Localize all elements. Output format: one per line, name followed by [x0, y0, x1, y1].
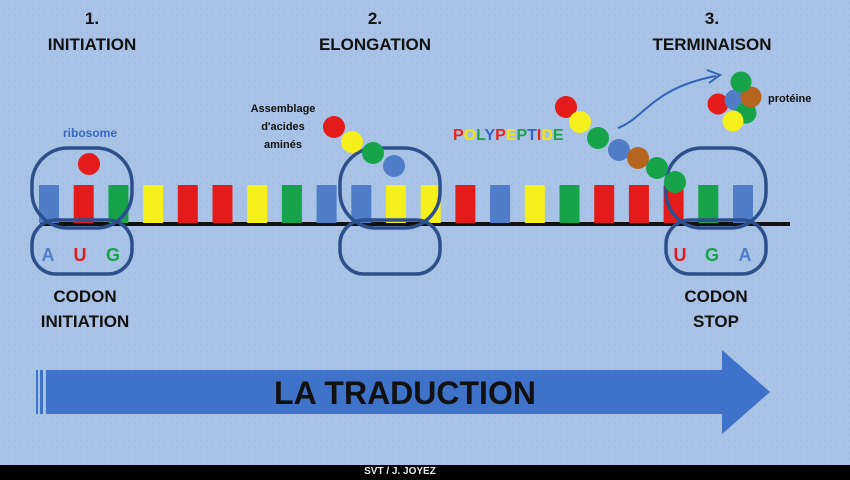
amino-acid-green — [664, 171, 686, 193]
step-elongation-header: 2. ELONGATION — [319, 9, 431, 54]
bottom-bar — [0, 465, 850, 480]
mrna-base-green — [698, 185, 719, 223]
mrna-base-yellow — [524, 185, 545, 223]
protein-subunit-red — [707, 93, 729, 115]
polypeptide-letter: E — [553, 127, 564, 144]
ribosome-small-subunit — [30, 218, 134, 276]
polypeptide-letter: Y — [484, 127, 495, 144]
codon-label-line: STOP — [693, 312, 739, 331]
proteine-label: protéine — [768, 93, 811, 105]
codon-letter: G — [106, 245, 120, 265]
arrow-body — [46, 350, 770, 434]
polypeptide-label: POLYPEPTIDE — [453, 127, 564, 144]
codon-label-line: CODON — [684, 287, 747, 306]
mrna-base-yellow — [143, 185, 164, 223]
mrna-base-yellow — [386, 185, 406, 223]
assemblage-label: Assemblage d'acides aminés — [251, 103, 316, 151]
protein-subunit-brown — [740, 86, 762, 108]
ribosome-small-subunit — [338, 218, 442, 276]
mrna-base-green — [559, 185, 580, 223]
step-title: ELONGATION — [319, 35, 431, 54]
amino-acid-chain-elongation — [323, 116, 405, 177]
codon-letter: A — [739, 245, 752, 265]
mrna-base-red — [663, 185, 684, 223]
mrna-base-yellow — [420, 185, 441, 223]
main-title: LA TRADUCTION — [274, 375, 536, 411]
traduction-arrow — [36, 350, 770, 434]
polypeptide-letter: D — [541, 127, 553, 144]
mrna-base-green — [281, 185, 302, 223]
codon-letter: A — [42, 245, 55, 265]
mrna-base-red — [212, 185, 233, 223]
ribosome-large-subunit — [30, 146, 134, 230]
amino-acid-blue — [608, 139, 630, 161]
mrna-base-red — [73, 185, 94, 223]
step-number: 3. — [705, 9, 719, 28]
mrna-base-blue — [39, 185, 59, 223]
mrna-base-yellow — [247, 185, 268, 223]
codon-start-letters: A U G — [42, 245, 121, 265]
codon-letter: U — [674, 245, 687, 265]
mrna-base-blue — [351, 185, 372, 223]
codon-initiation-label: CODON INITIATION — [41, 287, 129, 331]
amino-acid-yellow — [569, 111, 591, 133]
protein-cluster — [707, 71, 762, 132]
ribosome-label: ribosome — [63, 126, 117, 140]
polypeptide-letter: O — [464, 127, 476, 144]
assemblage-line: d'acides — [261, 121, 305, 133]
mrna-base-green — [108, 185, 129, 223]
mrna-base-red — [628, 185, 649, 223]
mrna-base-blue — [490, 185, 511, 223]
amino-acid-yellow — [341, 131, 363, 153]
amino-acid-red — [555, 96, 577, 118]
step-termination-header: 3. TERMINAISON — [653, 9, 772, 54]
mrna-base-red — [177, 185, 198, 223]
mrna-bases — [39, 185, 753, 223]
polypeptide-letter: P — [516, 127, 527, 144]
amino-acid-chain-termination — [555, 96, 686, 193]
credit: SVT / J. JOYEZ — [364, 466, 436, 477]
polypeptide-letter: T — [527, 127, 537, 144]
amino-acid-green — [587, 127, 609, 149]
codon-label-line: INITIATION — [41, 312, 129, 331]
step-title: TERMINAISON — [653, 35, 772, 54]
polypeptide-letter: P — [453, 127, 464, 144]
mrna-base-blue — [316, 185, 337, 223]
mrna-base-red — [455, 185, 476, 223]
assemblage-line: aminés — [264, 139, 302, 151]
ribosome-elongation — [338, 146, 442, 276]
mrna-base-blue — [733, 185, 753, 223]
ribosome-small-subunit — [664, 218, 768, 276]
amino-acid-green — [646, 157, 668, 179]
step-number: 2. — [368, 9, 382, 28]
codon-stop-label: CODON STOP — [684, 287, 747, 331]
assemblage-line: Assemblage — [251, 103, 316, 115]
step-initiation-header: 1. INITIATION — [48, 9, 136, 54]
step-title: INITIATION — [48, 35, 136, 54]
arrow-tail-stripe — [40, 370, 43, 414]
ribosome-large-subunit — [338, 146, 442, 230]
codon-letter: U — [74, 245, 87, 265]
step-number: 1. — [85, 9, 99, 28]
arrow-tail-stripe — [36, 370, 38, 414]
amino-acid-brown — [627, 147, 649, 169]
amino-acid-methionine — [78, 153, 100, 175]
polypeptide-letter: P — [495, 127, 506, 144]
polypeptide-letter: I — [537, 127, 541, 144]
polypeptide-letter: L — [476, 127, 486, 144]
codon-stop-letters: U G A — [674, 245, 752, 265]
polypeptide-letter: E — [506, 127, 517, 144]
ribosome-initiation — [30, 146, 134, 276]
amino-acid-green — [362, 142, 384, 164]
amino-acid-red — [323, 116, 345, 138]
release-arrow — [617, 75, 717, 129]
amino-acid-blue — [383, 155, 405, 177]
release-arrowhead — [706, 69, 723, 84]
protein-subunit-green — [730, 71, 752, 93]
codon-label-line: CODON — [53, 287, 116, 306]
codon-letter: G — [705, 245, 719, 265]
protein-subunit-yellow — [722, 110, 744, 132]
mrna-base-red — [594, 185, 615, 223]
